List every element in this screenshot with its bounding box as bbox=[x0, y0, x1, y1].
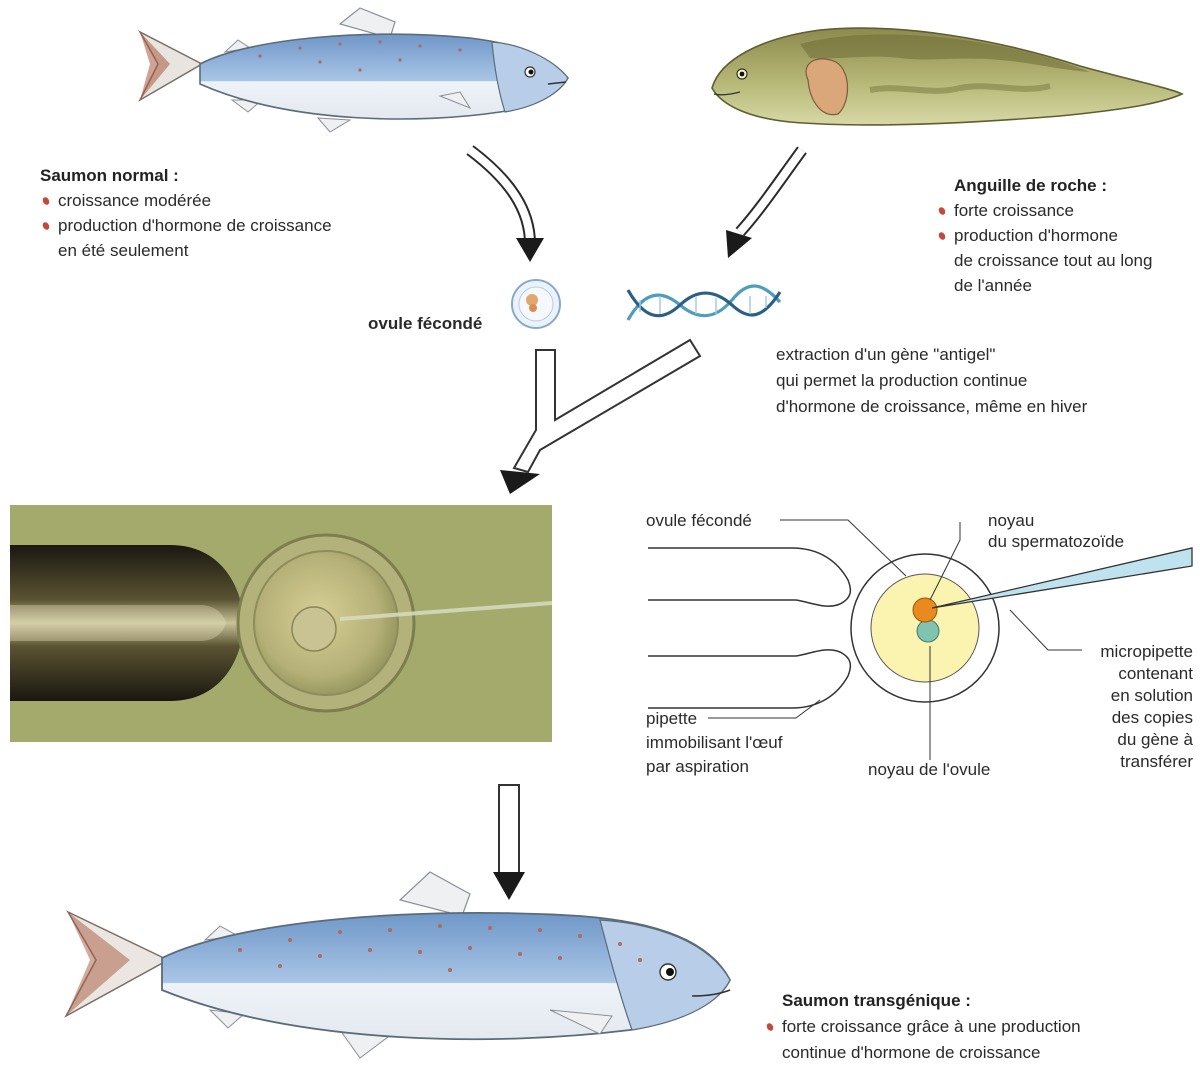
rock-eel-title: Anguille de roche : bbox=[936, 173, 1152, 198]
list-item-continuation: de croissance tout au long bbox=[936, 248, 1152, 273]
extraction-line: qui permet la production continue bbox=[776, 368, 1087, 394]
label-line: transférer bbox=[1060, 751, 1193, 773]
label-line: contenant bbox=[1060, 663, 1193, 685]
label-line: pipette bbox=[646, 707, 782, 731]
list-item: production d'hormone bbox=[936, 223, 1152, 248]
label-line: immobilisant l'œuf bbox=[646, 731, 782, 755]
label-line: micropipette bbox=[1060, 641, 1193, 663]
list-item: forte croissance grâce à une production bbox=[764, 1014, 1081, 1040]
rock-eel-illustration bbox=[712, 28, 1182, 125]
schema-egg-nucleus-label: noyau de l'ovule bbox=[868, 758, 990, 781]
list-item: croissance modérée bbox=[40, 188, 332, 213]
label-line: du gène à bbox=[1060, 729, 1193, 751]
label-line: en solution bbox=[1060, 685, 1193, 707]
label-line: par aspiration bbox=[646, 755, 782, 779]
schema-pipette-label: pipette immobilisant l'œuf par aspiratio… bbox=[646, 707, 782, 779]
extraction-caption: extraction d'un gène "antigel" qui perme… bbox=[776, 342, 1087, 420]
fertilized-egg-label: ovule fécondé bbox=[368, 312, 482, 335]
schema-micropipette-label: micropipette contenant en solution des c… bbox=[1060, 641, 1193, 773]
extraction-line: extraction d'un gène "antigel" bbox=[776, 342, 1087, 368]
list-item-continuation: continue d'hormone de croissance bbox=[764, 1040, 1081, 1066]
transgenic-salmon-caption: Saumon transgénique : forte croissance g… bbox=[764, 988, 1081, 1066]
extraction-line: d'hormone de croissance, même en hiver bbox=[776, 394, 1087, 420]
schema-sperm-nucleus-label: noyau du spermatozoïde bbox=[988, 510, 1124, 552]
arrow-salmon-to-egg bbox=[470, 150, 544, 262]
merge-arrow bbox=[500, 340, 700, 494]
label-line: du spermatozoïde bbox=[988, 531, 1124, 552]
schema-ovule-label: ovule fécondé bbox=[646, 509, 752, 532]
list-item: production d'hormone de croissance bbox=[40, 213, 332, 238]
label-line: des copies bbox=[1060, 707, 1193, 729]
rock-eel-caption: Anguille de roche : forte croissance pro… bbox=[936, 173, 1152, 298]
normal-salmon-title: Saumon normal : bbox=[40, 163, 332, 188]
arrow-eel-to-dna bbox=[726, 150, 802, 258]
label-line: noyau bbox=[988, 510, 1124, 531]
list-item-continuation: en été seulement bbox=[40, 238, 332, 263]
transgenic-salmon-title: Saumon transgénique : bbox=[764, 988, 1081, 1014]
list-item-continuation: de l'année bbox=[936, 273, 1152, 298]
dna-helix-icon bbox=[628, 286, 780, 320]
microinjection-photo bbox=[10, 505, 552, 742]
normal-salmon-illustration bbox=[140, 8, 568, 132]
normal-salmon-caption: Saumon normal : croissance modérée produ… bbox=[40, 163, 332, 263]
list-item: forte croissance bbox=[936, 198, 1152, 223]
fertilized-egg-icon bbox=[512, 280, 560, 328]
transgenic-salmon-illustration bbox=[66, 872, 730, 1058]
arrow-down-to-transgenic bbox=[493, 785, 525, 900]
